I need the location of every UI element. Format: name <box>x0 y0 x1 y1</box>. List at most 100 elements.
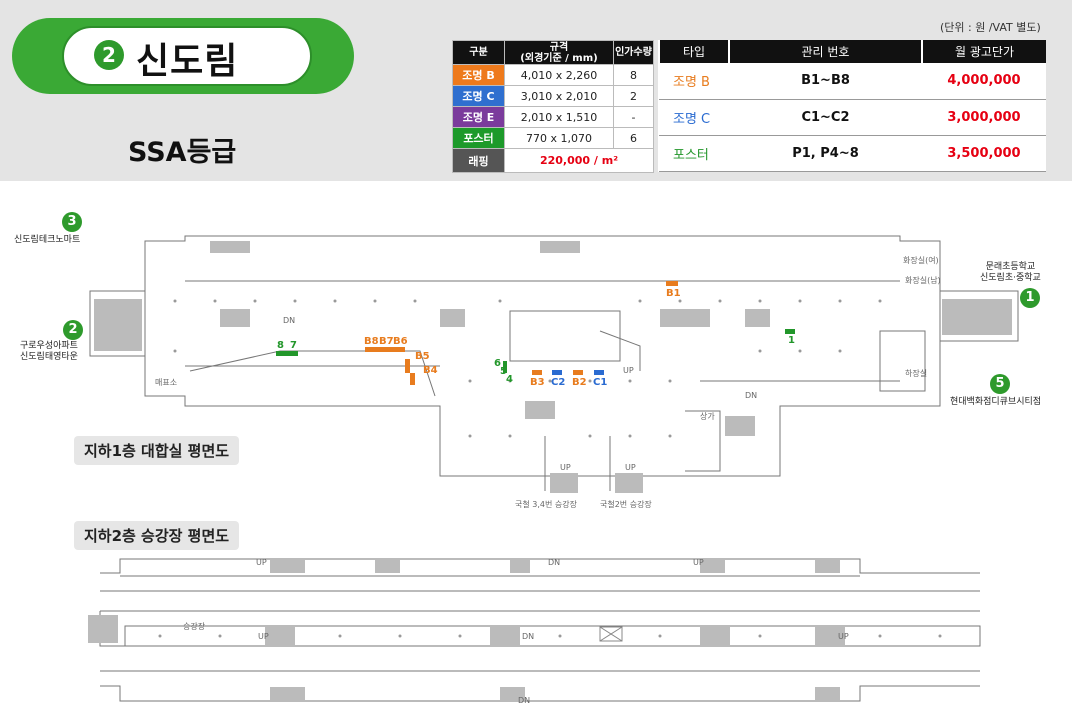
price-header-code: 관리 번호 <box>728 40 922 64</box>
ad-block-c1 <box>594 370 604 375</box>
ad-marker-b2: B2 <box>572 377 587 388</box>
exit-2-label: 구로우성아파트 신도림태영타운 <box>20 341 78 362</box>
dn-label: DN <box>518 696 531 705</box>
ad-marker-b4: B4 <box>423 365 438 376</box>
ad-block-p1 <box>785 329 795 334</box>
up-label: UP <box>256 558 267 567</box>
spec-size: 770 x 1,070 <box>504 127 614 149</box>
price-type: 포스터 <box>659 135 729 173</box>
ad-marker-c1: C1 <box>593 377 608 388</box>
spec-size: 2,010 x 1,510 <box>504 106 614 128</box>
price-row: 포스터 P1, P4~8 3,500,000 <box>659 135 1046 173</box>
ad-block-p6-p4 <box>503 361 507 373</box>
price-type: 조명 C <box>659 99 729 136</box>
ad-marker-p8: 8 <box>277 340 284 351</box>
ticket-office-label: 매표소 <box>155 378 178 387</box>
ad-marker-c2: C2 <box>551 377 566 388</box>
up-label: UP <box>623 366 634 375</box>
wrap-label: 래핑 <box>452 148 505 173</box>
floor-plan-drawing <box>88 235 1019 702</box>
dn-label: DN <box>283 316 296 325</box>
unit-note: (단위 : 원 /VAT 별도) <box>940 21 1041 34</box>
spec-wrap-row: 래핑 220,000 / m² <box>452 148 654 173</box>
exit-3-icon: 3 <box>62 212 82 232</box>
dn-label: DN <box>745 391 758 400</box>
ad-block-b2 <box>573 370 583 375</box>
spec-qty: - <box>613 106 654 128</box>
price-row: 조명 C C1~C2 3,000,000 <box>659 99 1046 136</box>
spec-type: 포스터 <box>452 127 505 149</box>
ad-marker-b8: B8 <box>364 336 379 347</box>
exit-1-icon: 1 <box>1020 288 1040 308</box>
floor-plan-area: 3 신도림테크노마트 2 구로우성아파트 신도림태영타운 1 문래초등학교 신도… <box>0 181 1072 726</box>
dn-label: DN <box>548 558 561 567</box>
price-table: 타입 관리 번호 월 광고단가 조명 B B1~B8 4,000,000 조명 … <box>658 40 1046 173</box>
ad-block-c2 <box>552 370 562 375</box>
ad-marker-b1: B1 <box>666 288 681 299</box>
spec-type: 조명 C <box>452 85 505 107</box>
exit-2-icon: 2 <box>63 320 83 340</box>
ad-marker-p6: 6 <box>494 358 501 369</box>
spec-row: 포스터 770 x 1,070 6 <box>452 127 654 149</box>
up-label: UP <box>258 632 269 641</box>
price-value: 3,000,000 <box>922 99 1046 136</box>
spec-row: 조명 C 3,010 x 2,010 2 <box>452 85 654 107</box>
spec-size: 4,010 x 2,260 <box>504 64 614 86</box>
ad-marker-p4: 4 <box>506 374 513 385</box>
shop-label: 상가 <box>700 412 715 421</box>
ad-block-p8-p7 <box>276 351 298 356</box>
spec-table: 구분 규격 (외경기준 / mm) 인가수량 조명 B 4,010 x 2,26… <box>452 40 654 173</box>
spec-header-qty: 인가수량 <box>613 40 654 65</box>
platform-label: 승강장 <box>183 622 206 631</box>
ad-marker-b3: B3 <box>530 377 545 388</box>
ad-block-b8-b6 <box>365 347 405 352</box>
exit-1-label: 문래초등학교 신도림초·중학교 <box>980 262 1041 283</box>
b1-floor-label: 지하1층 대합실 평면도 <box>74 436 240 465</box>
exit-34-label: 국철 3,4번 승강장 <box>515 500 577 509</box>
ad-block-b1 <box>666 281 678 286</box>
price-header-type: 타입 <box>658 40 729 64</box>
spec-type: 조명 B <box>452 64 505 86</box>
men-toilet-label: 화장실(남) <box>905 276 941 285</box>
ad-block-b4 <box>410 373 415 385</box>
ad-marker-b5: B5 <box>415 351 430 362</box>
spec-qty: 2 <box>613 85 654 107</box>
price-row: 조명 B B1~B8 4,000,000 <box>659 63 1046 100</box>
exit-3-label: 신도림테크노마트 <box>14 235 81 245</box>
ad-marker-p5: 5 <box>500 366 507 377</box>
grade-label: SSA등급 <box>128 137 237 168</box>
price-value: 3,500,000 <box>922 135 1046 173</box>
up-label: UP <box>838 632 849 641</box>
exit-2-platform-label: 국철2번 승강장 <box>600 500 652 509</box>
station-name: 신도림 <box>136 41 239 82</box>
spec-type: 조명 E <box>452 106 505 128</box>
price-header-price: 월 광고단가 <box>921 40 1046 64</box>
price-type: 조명 B <box>659 63 729 100</box>
up-label: UP <box>625 463 636 472</box>
wrap-price: 220,000 / m² <box>504 148 654 173</box>
ad-marker-b7: B7 <box>379 336 394 347</box>
spec-row: 조명 B 4,010 x 2,260 8 <box>452 64 654 86</box>
ad-block-b5 <box>405 359 410 373</box>
spec-qty: 8 <box>613 64 654 86</box>
price-code: C1~C2 <box>729 99 922 136</box>
up-label: UP <box>693 558 704 567</box>
station-number-icon: 2 <box>94 40 124 70</box>
up-label: UP <box>560 463 571 472</box>
ad-marker-p7: 7 <box>290 340 297 351</box>
ad-marker-b6: B6 <box>393 336 408 347</box>
b2-floor-label: 지하2층 승강장 평면도 <box>74 521 240 550</box>
ad-marker-p1: 1 <box>788 335 795 346</box>
spec-header-type: 구분 <box>452 40 505 65</box>
exit-5-label: 현대백화점디큐브시티점 <box>950 397 1042 407</box>
ad-block-b3 <box>532 370 542 375</box>
spec-header-size: 규격 (외경기준 / mm) <box>504 40 614 65</box>
price-code: P1, P4~8 <box>729 135 922 173</box>
exit-5-icon: 5 <box>990 374 1010 394</box>
price-code: B1~B8 <box>729 63 922 100</box>
spec-size: 3,010 x 2,010 <box>504 85 614 107</box>
women-toilet-label: 화장실(여) <box>903 256 939 265</box>
price-value: 4,000,000 <box>922 63 1046 100</box>
spec-row: 조명 E 2,010 x 1,510 - <box>452 106 654 128</box>
storage-label: 하장실 <box>905 369 928 378</box>
